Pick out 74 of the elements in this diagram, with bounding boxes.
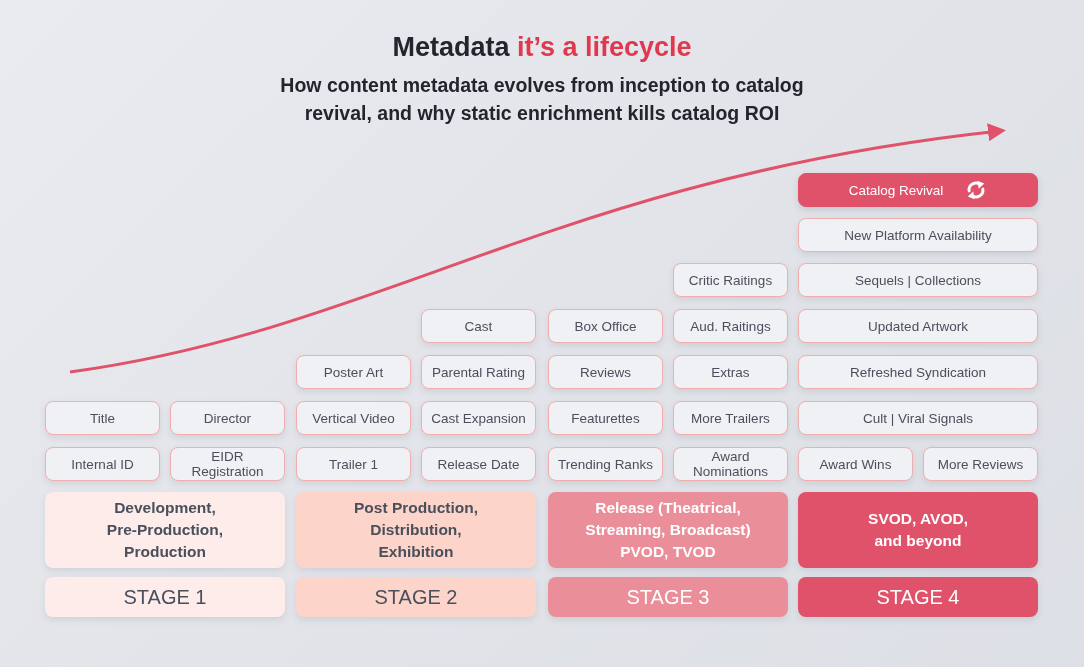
tag-label: Extras xyxy=(711,364,750,380)
tag-label: Award Wins xyxy=(819,456,892,472)
metadata-tag xyxy=(673,401,788,435)
stage-description-box xyxy=(296,492,536,568)
stage-label-box xyxy=(798,577,1038,617)
tag-label: Critic Raitings xyxy=(688,272,773,288)
metadata-tag xyxy=(548,447,663,481)
tag-label: Featurettes xyxy=(571,410,640,426)
metadata-tag xyxy=(548,355,663,389)
metadata-tag xyxy=(798,263,1038,297)
tag-label: More Trailers xyxy=(691,410,770,426)
tag-label: Trailer 1 xyxy=(329,456,378,472)
tag-label: EIDR Registration xyxy=(190,449,265,479)
stage-label-box xyxy=(548,577,788,617)
tag-label: Parental Rating xyxy=(431,364,526,380)
metadata-tag xyxy=(798,401,1038,435)
tag-label: Cult | Viral Signals xyxy=(863,410,973,426)
tag-label: Aud. Raitings xyxy=(690,318,771,334)
highlight-tag xyxy=(798,173,1038,207)
tag-label: Poster Art xyxy=(323,364,384,380)
tag-label: Catalog Revival xyxy=(848,182,944,198)
tag-label: Updated Artwork xyxy=(868,318,968,334)
tag-label: More Reviews xyxy=(937,456,1024,472)
stage-label: STAGE 2 xyxy=(374,585,458,609)
metadata-tag xyxy=(548,309,663,343)
stage-description-box xyxy=(798,492,1038,568)
metadata-tag xyxy=(421,355,536,389)
metadata-tag xyxy=(45,447,160,481)
metadata-tag xyxy=(798,355,1038,389)
tag-label: Box Office xyxy=(574,318,637,334)
stage-description: Post Production, Distribution, Exhibition xyxy=(353,498,479,562)
stage-description: Development, Pre-Production, Production xyxy=(105,498,225,562)
tag-label: Vertical Video xyxy=(312,410,395,426)
tag-label: New Platform Availability xyxy=(844,227,992,243)
metadata-tag xyxy=(170,447,285,481)
tag-label: Release Date xyxy=(437,456,520,472)
metadata-tag xyxy=(170,401,285,435)
metadata-tag xyxy=(296,401,411,435)
stage-label: STAGE 3 xyxy=(626,585,710,609)
title: Metadata it’s a lifecycle xyxy=(391,32,693,63)
metadata-tag xyxy=(548,401,663,435)
stage-description-box xyxy=(548,492,788,568)
metadata-tag xyxy=(421,447,536,481)
metadata-tag xyxy=(798,309,1038,343)
stage-description: Release (Theatrical, Streaming, Broadcast) PVOD, TVOD xyxy=(584,498,752,562)
stage-description-box xyxy=(45,492,285,568)
subtitle: How content metadata evolves from inception to catalog revival, and why static enrichment kills catalog ROI xyxy=(279,73,805,126)
stage-description: SVOD, AVOD, and beyond xyxy=(867,509,969,551)
metadata-tag xyxy=(798,447,913,481)
metadata-tag xyxy=(421,401,536,435)
metadata-tag xyxy=(296,355,411,389)
metadata-tag xyxy=(421,309,536,343)
metadata-tag xyxy=(673,447,788,481)
tag-label: Internal ID xyxy=(71,456,134,472)
metadata-tag xyxy=(673,263,788,297)
metadata-tag xyxy=(296,447,411,481)
stage-label-box xyxy=(296,577,536,617)
tag-label: Trending Ranks xyxy=(558,456,653,472)
tag-label: Cast Expansion xyxy=(431,410,526,426)
tag-label: Director xyxy=(203,410,252,426)
metadata-tag xyxy=(798,218,1038,252)
metadata-tag xyxy=(673,309,788,343)
tag-label: Title xyxy=(90,410,115,426)
tag-label: Sequels | Collections xyxy=(855,272,981,288)
metadata-tag xyxy=(923,447,1038,481)
tag-label: Refreshed Syndication xyxy=(850,364,986,380)
metadata-tag xyxy=(45,401,160,435)
tag-label: Cast xyxy=(464,318,493,334)
metadata-tag xyxy=(673,355,788,389)
stage-label-box xyxy=(45,577,285,617)
stage-label: STAGE 4 xyxy=(876,585,960,609)
tag-label: Award Nominations xyxy=(691,449,769,479)
tag-label: Reviews xyxy=(580,364,631,380)
stage-label: STAGE 1 xyxy=(123,585,207,609)
